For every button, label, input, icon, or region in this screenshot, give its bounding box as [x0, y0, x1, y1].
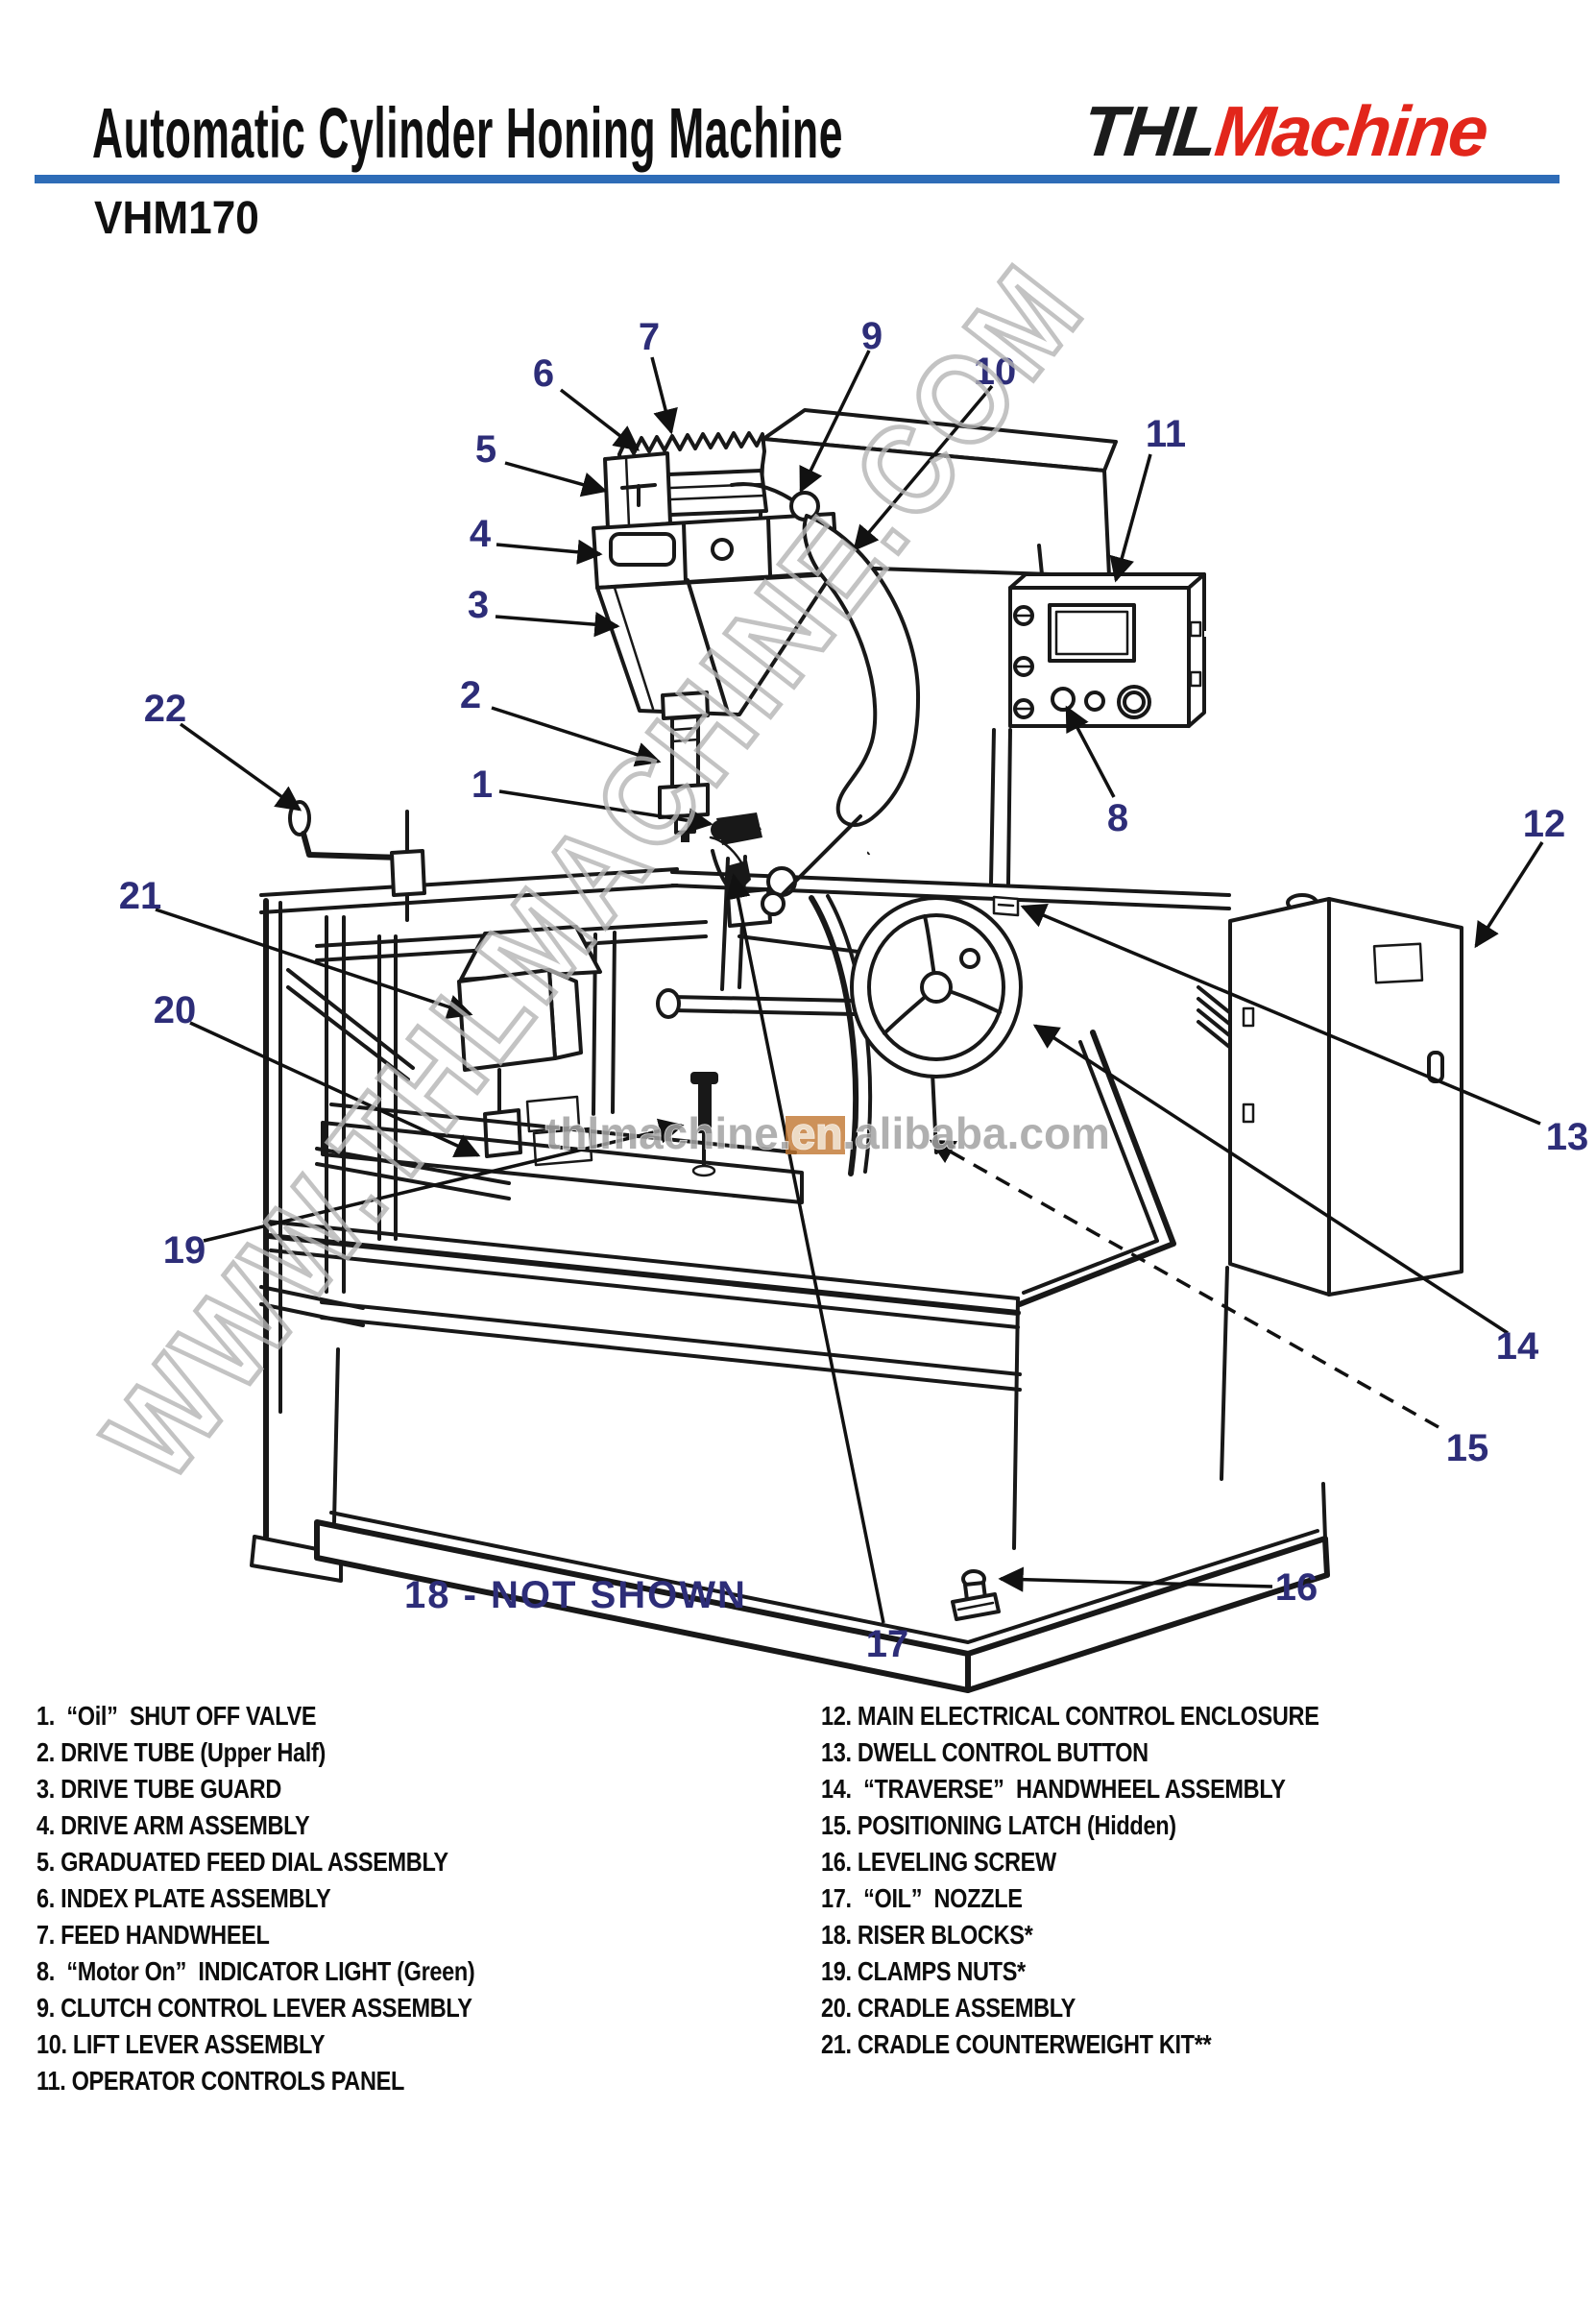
callout-17: 17 [866, 1623, 909, 1665]
parts-list-item: 5. GRADUATED FEED DIAL ASSEMBLY [36, 1847, 448, 1877]
honing-head-drawing [592, 408, 1118, 928]
parts-list-right: 12. MAIN ELECTRICAL CONTROL ENCLOSURE 13.… [821, 1698, 1319, 2063]
parts-list-item: 2. DRIVE TUBE (Upper Half) [36, 1737, 326, 1767]
parts-list-item: 10. LIFT LEVER ASSEMBLY [36, 2029, 326, 2059]
watermark-badge [786, 1116, 845, 1154]
parts-list-item: 8. “Motor On” INDICATOR LIGHT (Green) [36, 1956, 475, 1986]
callout-3: 3 [468, 584, 489, 626]
svg-text:thlmachine.en.alibaba.com: thlmachine.en.alibaba.com [545, 1108, 1110, 1158]
parts-list-item: 7. FEED HANDWHEEL [36, 1920, 270, 1950]
callout-14: 14 [1496, 1325, 1539, 1368]
callout-5: 5 [475, 428, 496, 471]
callout-6: 6 [533, 352, 554, 395]
parts-list-item: 3. DRIVE TUBE GUARD [36, 1774, 281, 1804]
electrical-enclosure-drawing [1228, 897, 1463, 1297]
parts-list-item: 1. “Oil” SHUT OFF VALVE [36, 1701, 317, 1731]
controls-panel-drawing [989, 544, 1318, 912]
parts-list-item: 14. “TRAVERSE” HANDWHEEL ASSEMBLY [821, 1774, 1286, 1804]
parts-list-item: 20. CRADLE ASSEMBLY [821, 1993, 1076, 2023]
page-title: Automatic Cylinder Honing Machine [92, 93, 844, 173]
diagonal-watermark: WWW.THLMACHINE.COM [78, 237, 1111, 1505]
horizontal-watermark: thlmachine.en.alibaba.com [544, 1107, 1111, 1159]
callout-19: 19 [163, 1229, 206, 1272]
callout-12: 12 [1523, 803, 1566, 845]
traverse-handwheel-drawing [656, 896, 1023, 1079]
model-number: VHM170 [94, 193, 259, 244]
parts-list-item: 19. CLAMPS NUTS* [821, 1956, 1026, 1986]
parts-list-item: 12. MAIN ELECTRICAL CONTROL ENCLOSURE [821, 1701, 1319, 1731]
callout-22: 22 [144, 688, 187, 730]
parts-list-item: 17. “OIL” NOZZLE [821, 1883, 1023, 1913]
callout-1: 1 [472, 764, 493, 806]
callout-2: 2 [460, 674, 481, 716]
machine-body-drawing [266, 836, 1330, 1693]
parts-list-item: 13. DWELL CONTROL BUTTON [821, 1737, 1149, 1767]
leveling-screw-drawing [951, 1569, 1001, 1621]
callout-15: 15 [1446, 1427, 1489, 1469]
callout-20: 20 [154, 989, 197, 1031]
parts-list-item: 15. POSITIONING LATCH (Hidden) [821, 1810, 1176, 1840]
parts-list-item: 6. INDEX PLATE ASSEMBLY [36, 1883, 331, 1913]
parts-list-item: 21. CRADLE COUNTERWEIGHT KIT** [821, 2029, 1212, 2059]
callout-13: 13 [1546, 1116, 1589, 1158]
header-rule [35, 175, 1560, 183]
callout-4: 4 [470, 513, 492, 555]
watermark-text-right: .alibaba.com [842, 1108, 1110, 1158]
parts-list-item: 18. RISER BLOCKS* [821, 1920, 1033, 1950]
watermark-text-mid: en [791, 1108, 843, 1158]
callout-11: 11 [1146, 413, 1186, 455]
callout-9: 9 [861, 315, 883, 357]
parts-list-item: 9. CLUTCH CONTROL LEVER ASSEMBLY [36, 1993, 472, 2023]
parts-list-item: 16. LEVELING SCREW [821, 1847, 1056, 1877]
callout-10: 10 [974, 351, 1017, 393]
not-shown-label: 18 - NOT SHOWN [404, 1574, 747, 1616]
callout-8: 8 [1107, 797, 1128, 839]
callout-arrows [155, 350, 1544, 1624]
watermark-text-left: thlmachine. [545, 1108, 791, 1158]
callout-21: 21 [119, 875, 162, 917]
parts-list-item: 11. OPERATOR CONTROLS PANEL [36, 2066, 404, 2096]
callout-7: 7 [639, 316, 660, 358]
parts-list-left: 1. “Oil” SHUT OFF VALVE 2. DRIVE TUBE (Up… [36, 1698, 475, 2099]
callout-16: 16 [1275, 1566, 1318, 1609]
parts-list-item: 4. DRIVE ARM ASSEMBLY [36, 1810, 310, 1840]
